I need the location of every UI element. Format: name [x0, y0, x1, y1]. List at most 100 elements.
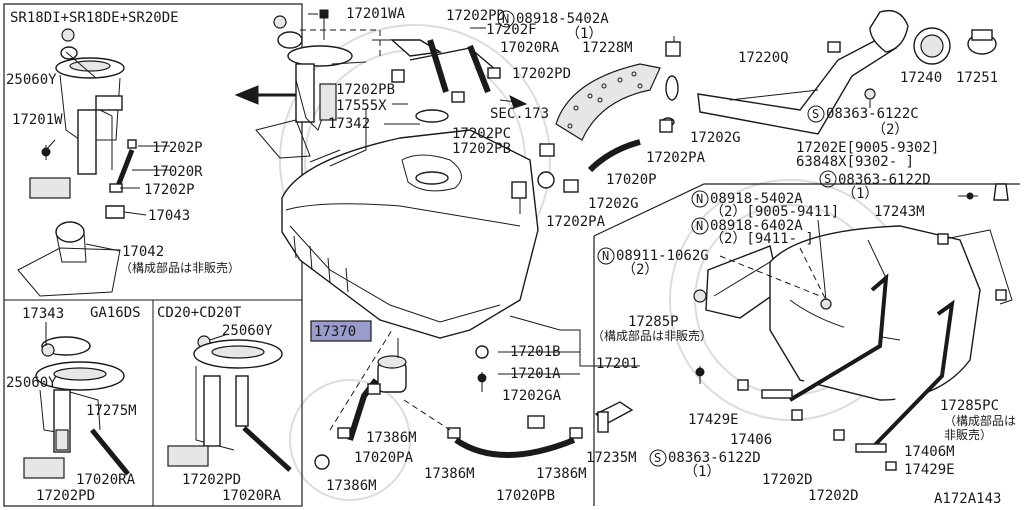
- label-17386m-d[interactable]: 17386M: [536, 466, 587, 482]
- note-not-sold-17285p: （構成部品は非販売）: [592, 328, 712, 343]
- label-25060y-tl[interactable]: 25060Y: [6, 72, 57, 88]
- label-17202d-b[interactable]: 17202D: [808, 488, 859, 504]
- label-08918-5402a-b-qty: （2）[9005-9411]: [710, 204, 839, 220]
- label-17202pa-b[interactable]: 17202PA: [546, 214, 606, 230]
- header-cd20: CD20+CD20T: [157, 305, 242, 321]
- label-17343[interactable]: 17343: [22, 306, 64, 322]
- label-17285p[interactable]: 17285P: [628, 314, 679, 330]
- marker-s-2: S: [824, 172, 831, 186]
- label-17202p-b[interactable]: 17202P: [144, 182, 195, 198]
- label-17370[interactable]: 17370: [314, 324, 356, 340]
- lower-parts-drawing: [314, 315, 640, 470]
- note-not-sold-tl: （構成部品は非販売）: [120, 260, 240, 275]
- label-17235m[interactable]: 17235M: [586, 450, 637, 466]
- label-17251[interactable]: 17251: [956, 70, 998, 86]
- label-17555x[interactable]: 17555X: [336, 98, 387, 114]
- marker-n-1: N: [502, 12, 509, 26]
- label-17202f[interactable]: 17202F: [486, 22, 537, 38]
- label-17202g-a[interactable]: 17202G: [690, 130, 741, 146]
- label-17228m[interactable]: 17228M: [582, 40, 633, 56]
- label-17202ga[interactable]: 17202GA: [502, 388, 562, 404]
- label-08363-6122c[interactable]: 08363-6122C: [826, 106, 919, 122]
- label-25060y-br[interactable]: 25060Y: [222, 323, 273, 339]
- label-17202pd-br[interactable]: 17202PD: [182, 472, 241, 488]
- note-not-sold-17285pc-1: （構成部品は: [944, 413, 1016, 428]
- label-17202pa-a[interactable]: 17202PA: [646, 150, 706, 166]
- marker-n-3: N: [696, 219, 703, 233]
- label-sec173[interactable]: SEC.173: [490, 106, 549, 122]
- label-17202p-a[interactable]: 17202P: [152, 140, 203, 156]
- marker-s-3: S: [654, 451, 661, 465]
- sr18-pump-drawing: [17, 28, 170, 297]
- highlight-box-17370[interactable]: [310, 320, 372, 342]
- label-17386m-b[interactable]: 17386M: [326, 478, 377, 494]
- label-17202d-a[interactable]: 17202D: [762, 472, 813, 488]
- label-17406m[interactable]: 17406M: [904, 444, 955, 460]
- label-17202pb-a[interactable]: 17202PB: [336, 82, 395, 98]
- label-08363-6122c-qty: （2）: [872, 122, 908, 138]
- marker-n-2: N: [696, 192, 703, 206]
- label-17020ra-bm[interactable]: 17020RA: [76, 472, 136, 488]
- label-17202pd-bm[interactable]: 17202PD: [36, 488, 95, 504]
- label-17202pd-right[interactable]: 17202PD: [512, 66, 571, 82]
- label-17202e[interactable]: 17202E[9005-9302]: [796, 140, 939, 156]
- label-17043[interactable]: 17043: [148, 208, 190, 224]
- label-17202pd-top[interactable]: 17202PD: [446, 8, 505, 24]
- cd20-pump-drawing: [167, 333, 292, 472]
- label-17342[interactable]: 17342: [328, 116, 370, 132]
- marker-n-4: N: [602, 249, 609, 263]
- label-08363-6122d-a-qty: （1）: [842, 186, 878, 202]
- label-08363-6122d-b-qty: （1）: [684, 464, 720, 480]
- label-17020ra-br[interactable]: 17020RA: [222, 488, 282, 504]
- filler-neck-assembly: [537, 9, 997, 193]
- header-sr18: SR18DI+SR18DE+SR20DE: [10, 10, 179, 26]
- label-08918-6402a-qty: （2）[9411- ]: [710, 231, 814, 247]
- label-17202g-b[interactable]: 17202G: [588, 196, 639, 212]
- label-17020r[interactable]: 17020R: [152, 164, 203, 180]
- label-17243m[interactable]: 17243M: [874, 204, 925, 220]
- label-17240[interactable]: 17240: [900, 70, 942, 86]
- left-inset-panels: [3, 3, 303, 507]
- label-17201b[interactable]: 17201B: [510, 344, 561, 360]
- label-17020p[interactable]: 17020P: [606, 172, 657, 188]
- label-17275m[interactable]: 17275M: [86, 403, 137, 419]
- label-17042[interactable]: 17042: [122, 244, 164, 260]
- label-17386m-a[interactable]: 17386M: [366, 430, 417, 446]
- label-17201w[interactable]: 17201W: [12, 112, 63, 128]
- label-17202pb-b[interactable]: 17202PB: [452, 141, 511, 157]
- label-08911-1062g-qty: （2）: [622, 262, 658, 278]
- figure-code: A172A143: [934, 491, 1001, 507]
- label-08918-5402a-b[interactable]: 08918-5402A: [710, 191, 803, 207]
- label-17020ra-top[interactable]: 17020RA: [500, 40, 560, 56]
- label-17201[interactable]: 17201: [596, 356, 638, 372]
- label-08918-5402a-top-qty: （1）: [566, 26, 602, 42]
- label-08918-6402a[interactable]: 08918-6402A: [710, 218, 803, 234]
- label-63848x[interactable]: 63848X[9302- ]: [796, 154, 914, 170]
- fuel-tank-drawing: [281, 109, 539, 339]
- label-17429e-a[interactable]: 17429E: [688, 412, 739, 428]
- label-08918-5402a-top[interactable]: 08918-5402A: [516, 11, 609, 27]
- label-17406[interactable]: 17406: [730, 432, 772, 448]
- circle-markers: [497, 10, 837, 467]
- main-pump-module: [255, 9, 528, 167]
- label-25060y-bm[interactable]: 25060Y: [6, 375, 57, 391]
- label-17220q[interactable]: 17220Q: [738, 50, 789, 66]
- label-08911-1062g[interactable]: 08911-1062G: [616, 248, 709, 264]
- marker-letters: N S S N N N S: [502, 12, 831, 465]
- label-17201wa[interactable]: 17201WA: [346, 6, 406, 22]
- label-17285pc[interactable]: 17285PC: [940, 398, 999, 414]
- label-17202pc[interactable]: 17202PC: [452, 126, 511, 142]
- label-17201a[interactable]: 17201A: [510, 366, 561, 382]
- header-ga16ds: GA16DS: [90, 305, 141, 321]
- note-not-sold-17285pc-2: 非販売）: [944, 427, 992, 442]
- label-17386m-c[interactable]: 17386M: [424, 466, 475, 482]
- label-17020pa[interactable]: 17020PA: [354, 450, 414, 466]
- label-17429e-b[interactable]: 17429E: [904, 462, 955, 478]
- marker-s-1: S: [812, 107, 819, 121]
- label-08363-6122d-a[interactable]: 08363-6122D: [838, 172, 931, 188]
- label-17020pb[interactable]: 17020PB: [496, 488, 555, 504]
- label-08363-6122d-b[interactable]: 08363-6122D: [668, 450, 761, 466]
- right-section-drawing: [593, 183, 1020, 506]
